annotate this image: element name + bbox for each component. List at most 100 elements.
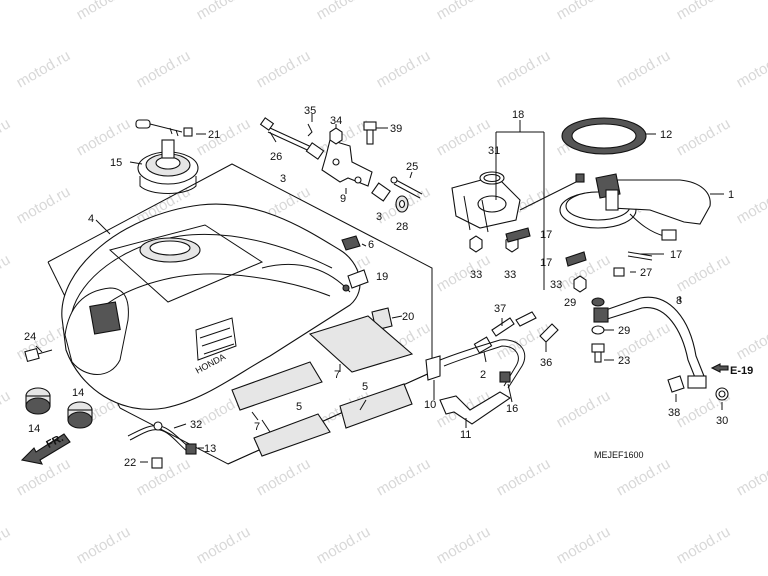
callout-39: 39 bbox=[390, 123, 402, 135]
bracket-9 bbox=[321, 139, 373, 187]
watermark-text: motod.ru bbox=[0, 251, 13, 295]
callout-labels: 1 2 3 3 4 5 5 6 7 7 8 9 10 11 12 13 14 1… bbox=[24, 105, 734, 469]
callout-5a: 5 bbox=[362, 381, 368, 393]
washer-29a bbox=[591, 297, 605, 307]
callout-13: 13 bbox=[204, 443, 216, 455]
pad-5a bbox=[339, 383, 413, 429]
watermark-text: motod.ru bbox=[674, 251, 734, 295]
hose-main bbox=[439, 339, 526, 389]
callout-17c: 17 bbox=[670, 249, 682, 261]
clip-17b bbox=[565, 251, 587, 267]
bearing-14b bbox=[67, 401, 93, 429]
callout-14a: 14 bbox=[28, 423, 40, 435]
bolt-23 bbox=[591, 343, 605, 363]
callout-38: 38 bbox=[668, 407, 680, 419]
diagram-code: MEJEF1600 bbox=[594, 450, 644, 460]
pin-25 bbox=[390, 176, 423, 199]
callout-9: 9 bbox=[340, 193, 346, 205]
watermark-text: motod.ru bbox=[554, 0, 614, 23]
nut-33c bbox=[573, 275, 587, 293]
watermark-text: motod.ru bbox=[14, 183, 74, 227]
watermark-text: motod.ru bbox=[614, 455, 674, 499]
callout-17a: 17 bbox=[540, 229, 552, 241]
callout-27: 27 bbox=[640, 267, 652, 279]
watermark-text: motod.ru bbox=[254, 47, 314, 91]
callout-2: 2 bbox=[480, 369, 486, 381]
watermark-text: motod.ru bbox=[494, 47, 554, 91]
fuel-hose-8 bbox=[593, 296, 707, 389]
watermark-text: motod.ru bbox=[734, 455, 768, 499]
callout-21: 21 bbox=[208, 129, 220, 141]
callout-33b: 33 bbox=[504, 269, 516, 281]
hose-11 bbox=[439, 391, 512, 425]
watermark-text: motod.ru bbox=[14, 47, 74, 91]
watermark-text: motod.ru bbox=[194, 115, 254, 159]
watermark-text: motod.ru bbox=[434, 0, 494, 23]
watermark-text: motod.ru bbox=[14, 455, 74, 499]
washer-29b bbox=[591, 325, 605, 335]
callout-23: 23 bbox=[618, 355, 630, 367]
callout-33a: 33 bbox=[470, 269, 482, 281]
watermark-text: motod.ru bbox=[254, 455, 314, 499]
clamp-16 bbox=[499, 371, 511, 383]
hose-36 bbox=[539, 323, 559, 343]
callout-12: 12 bbox=[660, 129, 672, 141]
callout-22: 22 bbox=[124, 457, 136, 469]
ring-12 bbox=[561, 117, 647, 155]
bearing-14a bbox=[25, 387, 51, 415]
callout-14b: 14 bbox=[72, 387, 84, 399]
pad-7a bbox=[308, 315, 414, 373]
pump-unit-18 bbox=[451, 173, 585, 233]
callout-32: 32 bbox=[190, 419, 202, 431]
callout-17b: 17 bbox=[540, 257, 552, 269]
watermark-text: motod.ru bbox=[434, 523, 494, 567]
clip-17a bbox=[505, 227, 531, 243]
callout-26: 26 bbox=[270, 151, 282, 163]
watermark-text: motod.ru bbox=[674, 115, 734, 159]
grommet-28 bbox=[395, 195, 409, 213]
ref-label: E-19 bbox=[730, 365, 753, 377]
cushion-19 bbox=[347, 269, 369, 289]
callout-7a: 7 bbox=[334, 369, 340, 381]
watermark-text: motod.ru bbox=[494, 455, 554, 499]
callout-16: 16 bbox=[506, 403, 518, 415]
callout-15: 15 bbox=[110, 157, 122, 169]
callout-10: 10 bbox=[424, 399, 436, 411]
watermark-text: motod.ru bbox=[734, 183, 768, 227]
watermark-text: motod.ru bbox=[0, 387, 13, 431]
watermark-text: motod.ru bbox=[134, 47, 194, 91]
watermark-text: motod.ru bbox=[434, 115, 494, 159]
watermark-text: motod.ru bbox=[74, 115, 134, 159]
callout-3a: 3 bbox=[280, 173, 286, 185]
callout-5b: 5 bbox=[296, 401, 302, 413]
fuel-tank: HONDA bbox=[61, 203, 361, 410]
watermark-text: motod.ru bbox=[74, 0, 134, 23]
collar-3a bbox=[305, 142, 325, 160]
fuel-pump bbox=[559, 173, 711, 241]
callout-3b: 3 bbox=[376, 211, 382, 223]
watermark-text: motod.ru bbox=[614, 47, 674, 91]
callout-31: 31 bbox=[488, 145, 500, 157]
callout-36: 36 bbox=[540, 357, 552, 369]
clip-35 bbox=[307, 123, 313, 137]
callout-1: 1 bbox=[728, 189, 734, 201]
callout-25: 25 bbox=[406, 161, 418, 173]
callout-4: 4 bbox=[88, 213, 94, 225]
fuel-cap bbox=[137, 139, 199, 194]
watermark-text: motod.ru bbox=[374, 47, 434, 91]
watermark-text: motod.ru bbox=[0, 523, 13, 567]
callout-35: 35 bbox=[304, 105, 316, 117]
callout-8: 8 bbox=[676, 295, 682, 307]
watermark-text: motod.ru bbox=[314, 0, 374, 23]
watermark-text: motod.ru bbox=[314, 523, 374, 567]
watermark-text: motod.ru bbox=[554, 523, 614, 567]
bolt-39 bbox=[363, 121, 377, 145]
cushion-6 bbox=[341, 235, 361, 251]
callout-24: 24 bbox=[24, 331, 36, 343]
callout-18: 18 bbox=[512, 109, 524, 121]
callout-30: 30 bbox=[716, 415, 728, 427]
watermark-text: motod.ru bbox=[194, 0, 254, 23]
key-icon bbox=[135, 119, 193, 137]
clip-17c bbox=[627, 251, 653, 261]
